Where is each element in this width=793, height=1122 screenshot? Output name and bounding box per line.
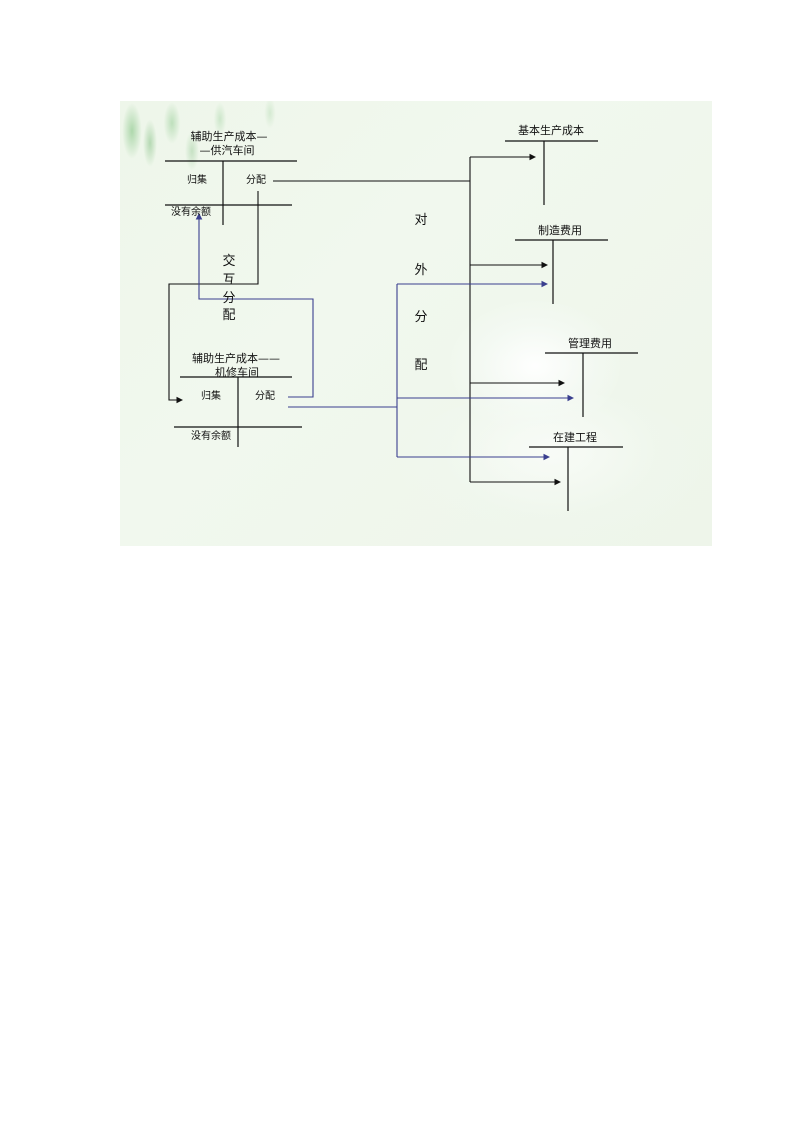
steam-credit-label: 分配	[246, 175, 266, 186]
external-char-2: 外	[414, 263, 428, 278]
steam-account-title-2: —供汽车间	[199, 144, 255, 157]
repair-balance-label: 没有余额	[191, 431, 231, 442]
t-account-repair	[174, 376, 302, 447]
target-basic-production-cost: 基本生产成本	[518, 124, 584, 137]
diagram-slide: 辅助生产成本— —供汽车间 归集 分配 没有余额 交 互 分 配 辅助生产成本—…	[120, 101, 712, 546]
target-manufacturing-overhead: 制造费用	[538, 224, 582, 237]
target-construction-in-progress: 在建工程	[553, 431, 597, 444]
t-account-steam	[165, 160, 297, 225]
willow-decoration	[120, 101, 320, 211]
mutual-char-2: 互	[222, 273, 236, 288]
repair-external-lines	[288, 280, 575, 461]
mutual-char-4: 配	[222, 308, 236, 323]
repair-account-title-2: 机修车间	[215, 366, 259, 379]
lotus-decoration	[450, 301, 620, 431]
external-char-4: 配	[414, 358, 428, 373]
steam-to-repair-line	[168, 191, 259, 404]
target-t-accounts	[505, 140, 638, 511]
flow-lines	[165, 140, 638, 511]
external-char-3: 分	[414, 310, 428, 325]
steam-external-lines	[273, 153, 566, 486]
mutual-char-1: 交	[222, 254, 236, 269]
mutual-char-3: 分	[222, 291, 236, 306]
steam-debit-label: 归集	[187, 175, 207, 186]
external-char-1: 对	[414, 213, 428, 228]
repair-to-steam-line	[195, 212, 314, 398]
repair-credit-label: 分配	[255, 391, 275, 402]
steam-account-title-1: 辅助生产成本—	[190, 130, 268, 143]
repair-debit-label: 归集	[201, 391, 221, 402]
steam-balance-label: 没有余额	[171, 207, 211, 218]
target-administrative-expense: 管理费用	[568, 337, 612, 350]
repair-account-title-1: 辅助生产成本——	[192, 352, 280, 365]
